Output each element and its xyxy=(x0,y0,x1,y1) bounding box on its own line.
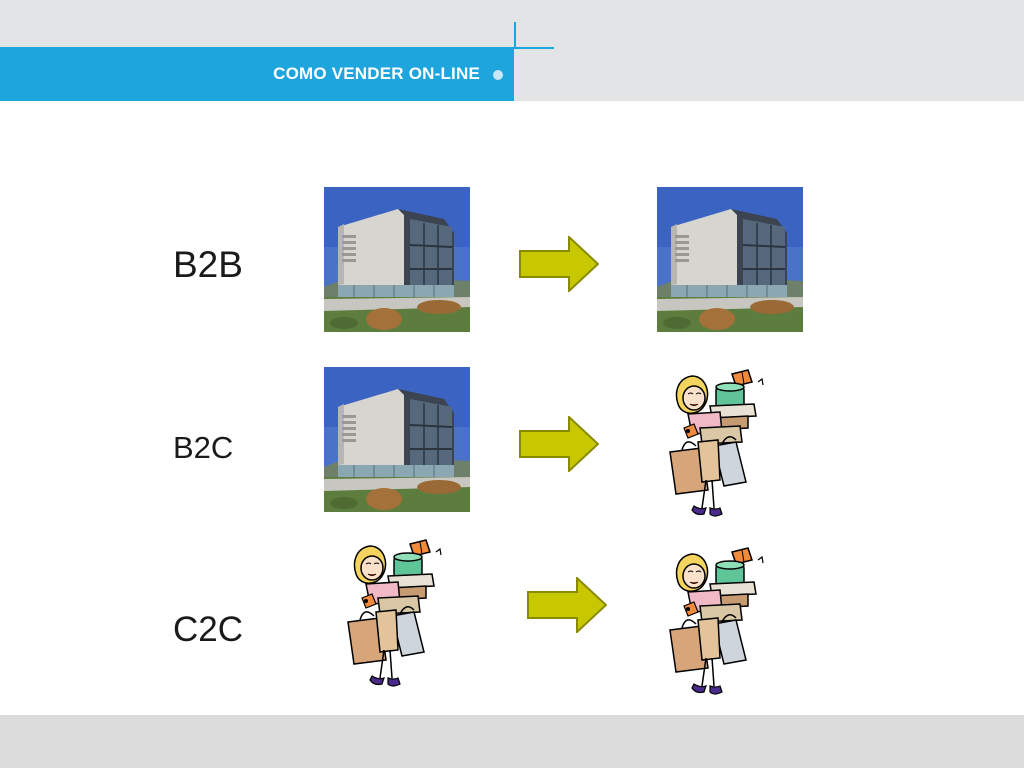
row-label-b2b: B2B xyxy=(173,244,243,285)
shopper-image xyxy=(347,539,442,687)
header-rule xyxy=(0,47,554,49)
right-arrow-icon xyxy=(527,577,607,633)
row-label-c2c: C2C xyxy=(173,610,244,649)
header-rule-vertical xyxy=(514,22,516,49)
shopper-image xyxy=(669,547,764,695)
footer-band xyxy=(0,715,1024,768)
right-arrow-icon xyxy=(519,416,599,472)
building-image xyxy=(657,187,803,332)
right-arrow-icon xyxy=(519,236,599,292)
building-image xyxy=(324,187,470,332)
slide-title: COMO VENDER ON-LINE xyxy=(273,64,480,83)
title-bar: COMO VENDER ON-LINE xyxy=(0,49,514,101)
bullet-dot-icon xyxy=(493,70,503,80)
shopper-image xyxy=(669,369,764,517)
row-label-b2c: B2C xyxy=(173,430,234,465)
building-image xyxy=(324,367,470,512)
